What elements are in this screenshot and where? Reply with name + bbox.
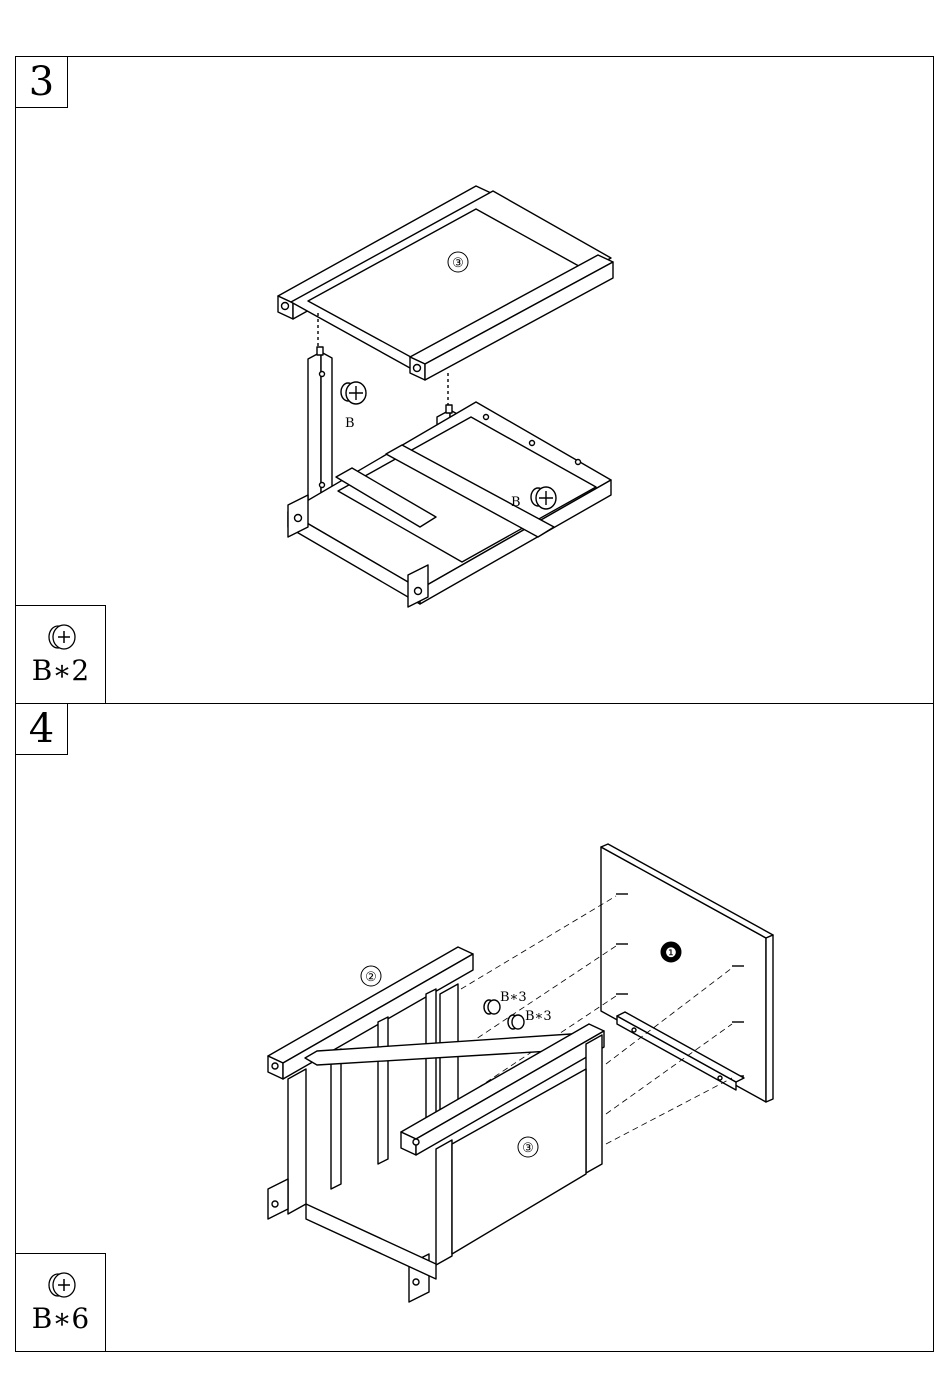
hardware-quantity: B∗6 — [16, 1302, 105, 1336]
side-frame-left-label: ② — [365, 970, 377, 985]
cam-lock-bolt-icon — [44, 1270, 78, 1300]
cam-bolt-group-b — [508, 1015, 524, 1029]
hardware-box: B∗6 — [16, 1253, 106, 1351]
back-panel-label: ❶ — [665, 946, 677, 961]
top-frame-assembly — [278, 186, 613, 380]
step-4-panel: 4 — [15, 703, 934, 1352]
bottom-base — [288, 402, 611, 607]
step-3-diagram: ③ B B — [16, 57, 933, 703]
side-frame-right-label: ③ — [522, 1141, 534, 1156]
cam-bolt-group-a — [484, 1000, 500, 1014]
hardware-box: B∗2 — [16, 605, 106, 703]
top-frame-label: ③ — [452, 256, 464, 271]
left-leg — [308, 347, 332, 504]
bolt-label-left: B — [345, 416, 355, 431]
cam-lock-bolt-icon — [44, 622, 78, 652]
cam-bolt-b-right — [531, 487, 556, 509]
step-4-diagram: ② ③ ❶ B∗3 B∗3 — [16, 704, 933, 1351]
bolt-label-right: B — [511, 495, 521, 510]
step-3-panel: 3 — [15, 56, 934, 704]
hardware-quantity: B∗2 — [16, 654, 105, 688]
bolt-count-label-b: B∗3 — [525, 1009, 552, 1024]
cam-bolt-b-left — [341, 382, 366, 404]
bolt-count-label-a: B∗3 — [500, 990, 527, 1005]
